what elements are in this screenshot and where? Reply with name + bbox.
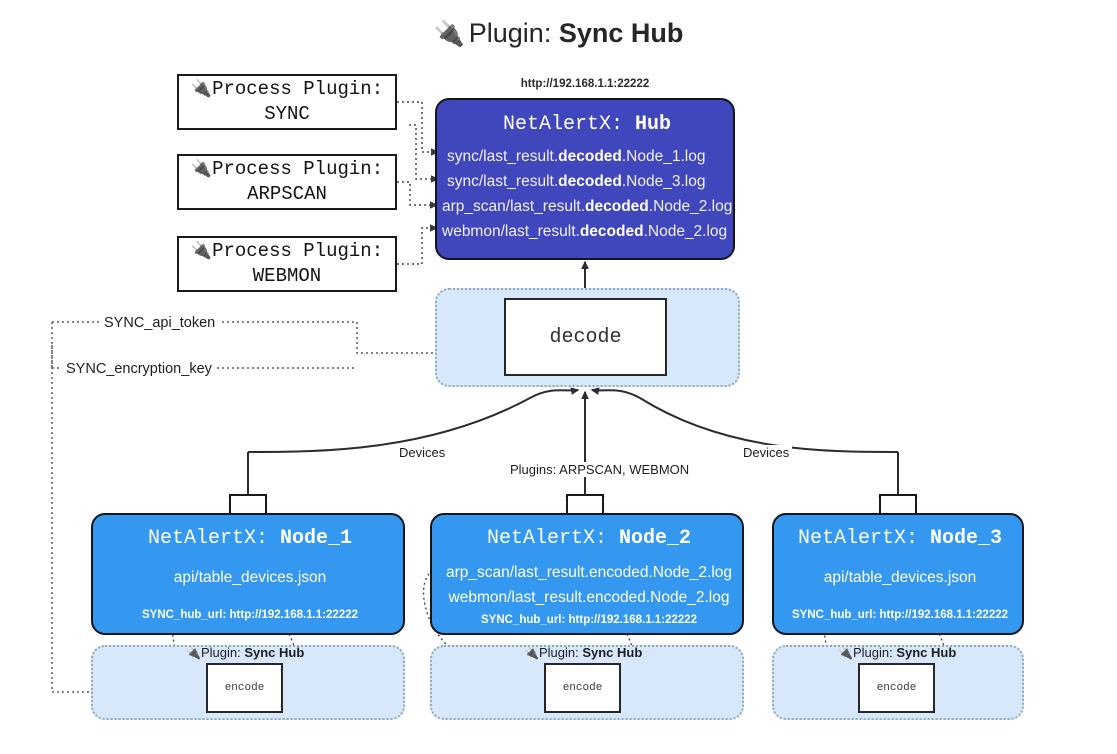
edge-label-plugins: Plugins: ARPSCAN, WEBMON <box>507 462 693 477</box>
encoder-plugin-label-3: 🔌Plugin: Sync Hub <box>838 645 957 660</box>
plug-icon: 🔌 <box>838 646 853 660</box>
process-plugin-line1: 🔌Process Plugin: <box>190 158 384 180</box>
hub-log-line-2: sync/last_result.decoded.Node_3.log <box>447 173 706 190</box>
node-box-node-1[interactable]: NetAlertX: Node_1 api/table_devices.json… <box>91 513 405 635</box>
node-log-line: api/table_devices.json <box>173 569 327 586</box>
page-title-name: Sync Hub <box>558 18 684 48</box>
process-plugin-line1: 🔌Process Plugin: <box>190 78 384 100</box>
encoder-plugin-label-2: 🔌Plugin: Sync Hub <box>524 645 643 660</box>
encode-box-3[interactable]: encode <box>858 663 935 713</box>
encode-box-1[interactable]: encode <box>206 663 283 713</box>
hub-box[interactable]: NetAlertX: Hub sync/last_result.decoded.… <box>435 98 735 260</box>
hub-log-line-3: arp_scan/last_result.decoded.Node_2.log <box>442 198 733 215</box>
node-log-line: webmon/last_result.encoded.Node_2.log <box>448 589 730 606</box>
node-title: NetAlertX: Node_3 <box>797 527 1003 550</box>
process-plugin-box-webmon[interactable]: 🔌Process Plugin: WEBMON <box>177 236 397 292</box>
process-plugin-line1: 🔌Process Plugin: <box>190 240 384 262</box>
node-box-node-2[interactable]: NetAlertX: Node_2 arp_scan/last_result.e… <box>430 513 744 635</box>
edge-label-devices-right: Devices <box>740 445 793 460</box>
node-title: NetAlertX: Node_2 <box>486 527 692 550</box>
node-box-node-3[interactable]: NetAlertX: Node_3 api/table_devices.json… <box>772 513 1024 635</box>
page-title: 🔌Plugin: Sync Hub <box>0 16 1117 51</box>
node-footer: SYNC_hub_url: http://192.168.1.1:22222 <box>141 609 359 621</box>
node-footer: SYNC_hub_url: http://192.168.1.1:22222 <box>791 609 1009 621</box>
plug-icon: 🔌 <box>433 20 465 48</box>
process-plugin-line2: WEBMON <box>252 265 322 287</box>
hub-title: NetAlertX: Hub <box>502 113 672 136</box>
secret-label-api-token: SYNC_api_token <box>100 315 220 331</box>
encode-box-2[interactable]: encode <box>544 663 621 713</box>
encoder-plugin-label-1: 🔌Plugin: Sync Hub <box>186 645 305 660</box>
process-plugin-box-sync[interactable]: 🔌Process Plugin: SYNC <box>177 74 397 130</box>
plug-icon: 🔌 <box>524 646 539 660</box>
process-plugin-line2: ARPSCAN <box>247 183 327 205</box>
edge-label-devices-left: Devices <box>396 445 449 460</box>
process-plugin-line2: SYNC <box>264 103 310 125</box>
hub-log-line-1: sync/last_result.decoded.Node_1.log <box>447 148 706 165</box>
node-footer: SYNC_hub_url: http://192.168.1.1:22222 <box>480 614 698 626</box>
plug-icon: 🔌 <box>190 79 213 99</box>
node-log-line: api/table_devices.json <box>823 569 977 586</box>
page-title-prefix: Plugin: <box>468 18 552 48</box>
hub-url-label: http://192.168.1.1:22222 <box>520 78 650 90</box>
decode-box[interactable]: decode <box>504 298 667 376</box>
node-title: NetAlertX: Node_1 <box>147 527 353 550</box>
plug-icon: 🔌 <box>186 646 201 660</box>
plug-icon: 🔌 <box>190 241 213 261</box>
process-plugin-box-arpscan[interactable]: 🔌Process Plugin: ARPSCAN <box>177 154 397 210</box>
plug-icon: 🔌 <box>190 159 213 179</box>
secret-label-encryption-key: SYNC_encryption_key <box>62 361 216 377</box>
node-log-line: arp_scan/last_result.encoded.Node_2.log <box>445 564 733 581</box>
hub-log-line-4: webmon/last_result.decoded.Node_2.log <box>442 223 728 240</box>
